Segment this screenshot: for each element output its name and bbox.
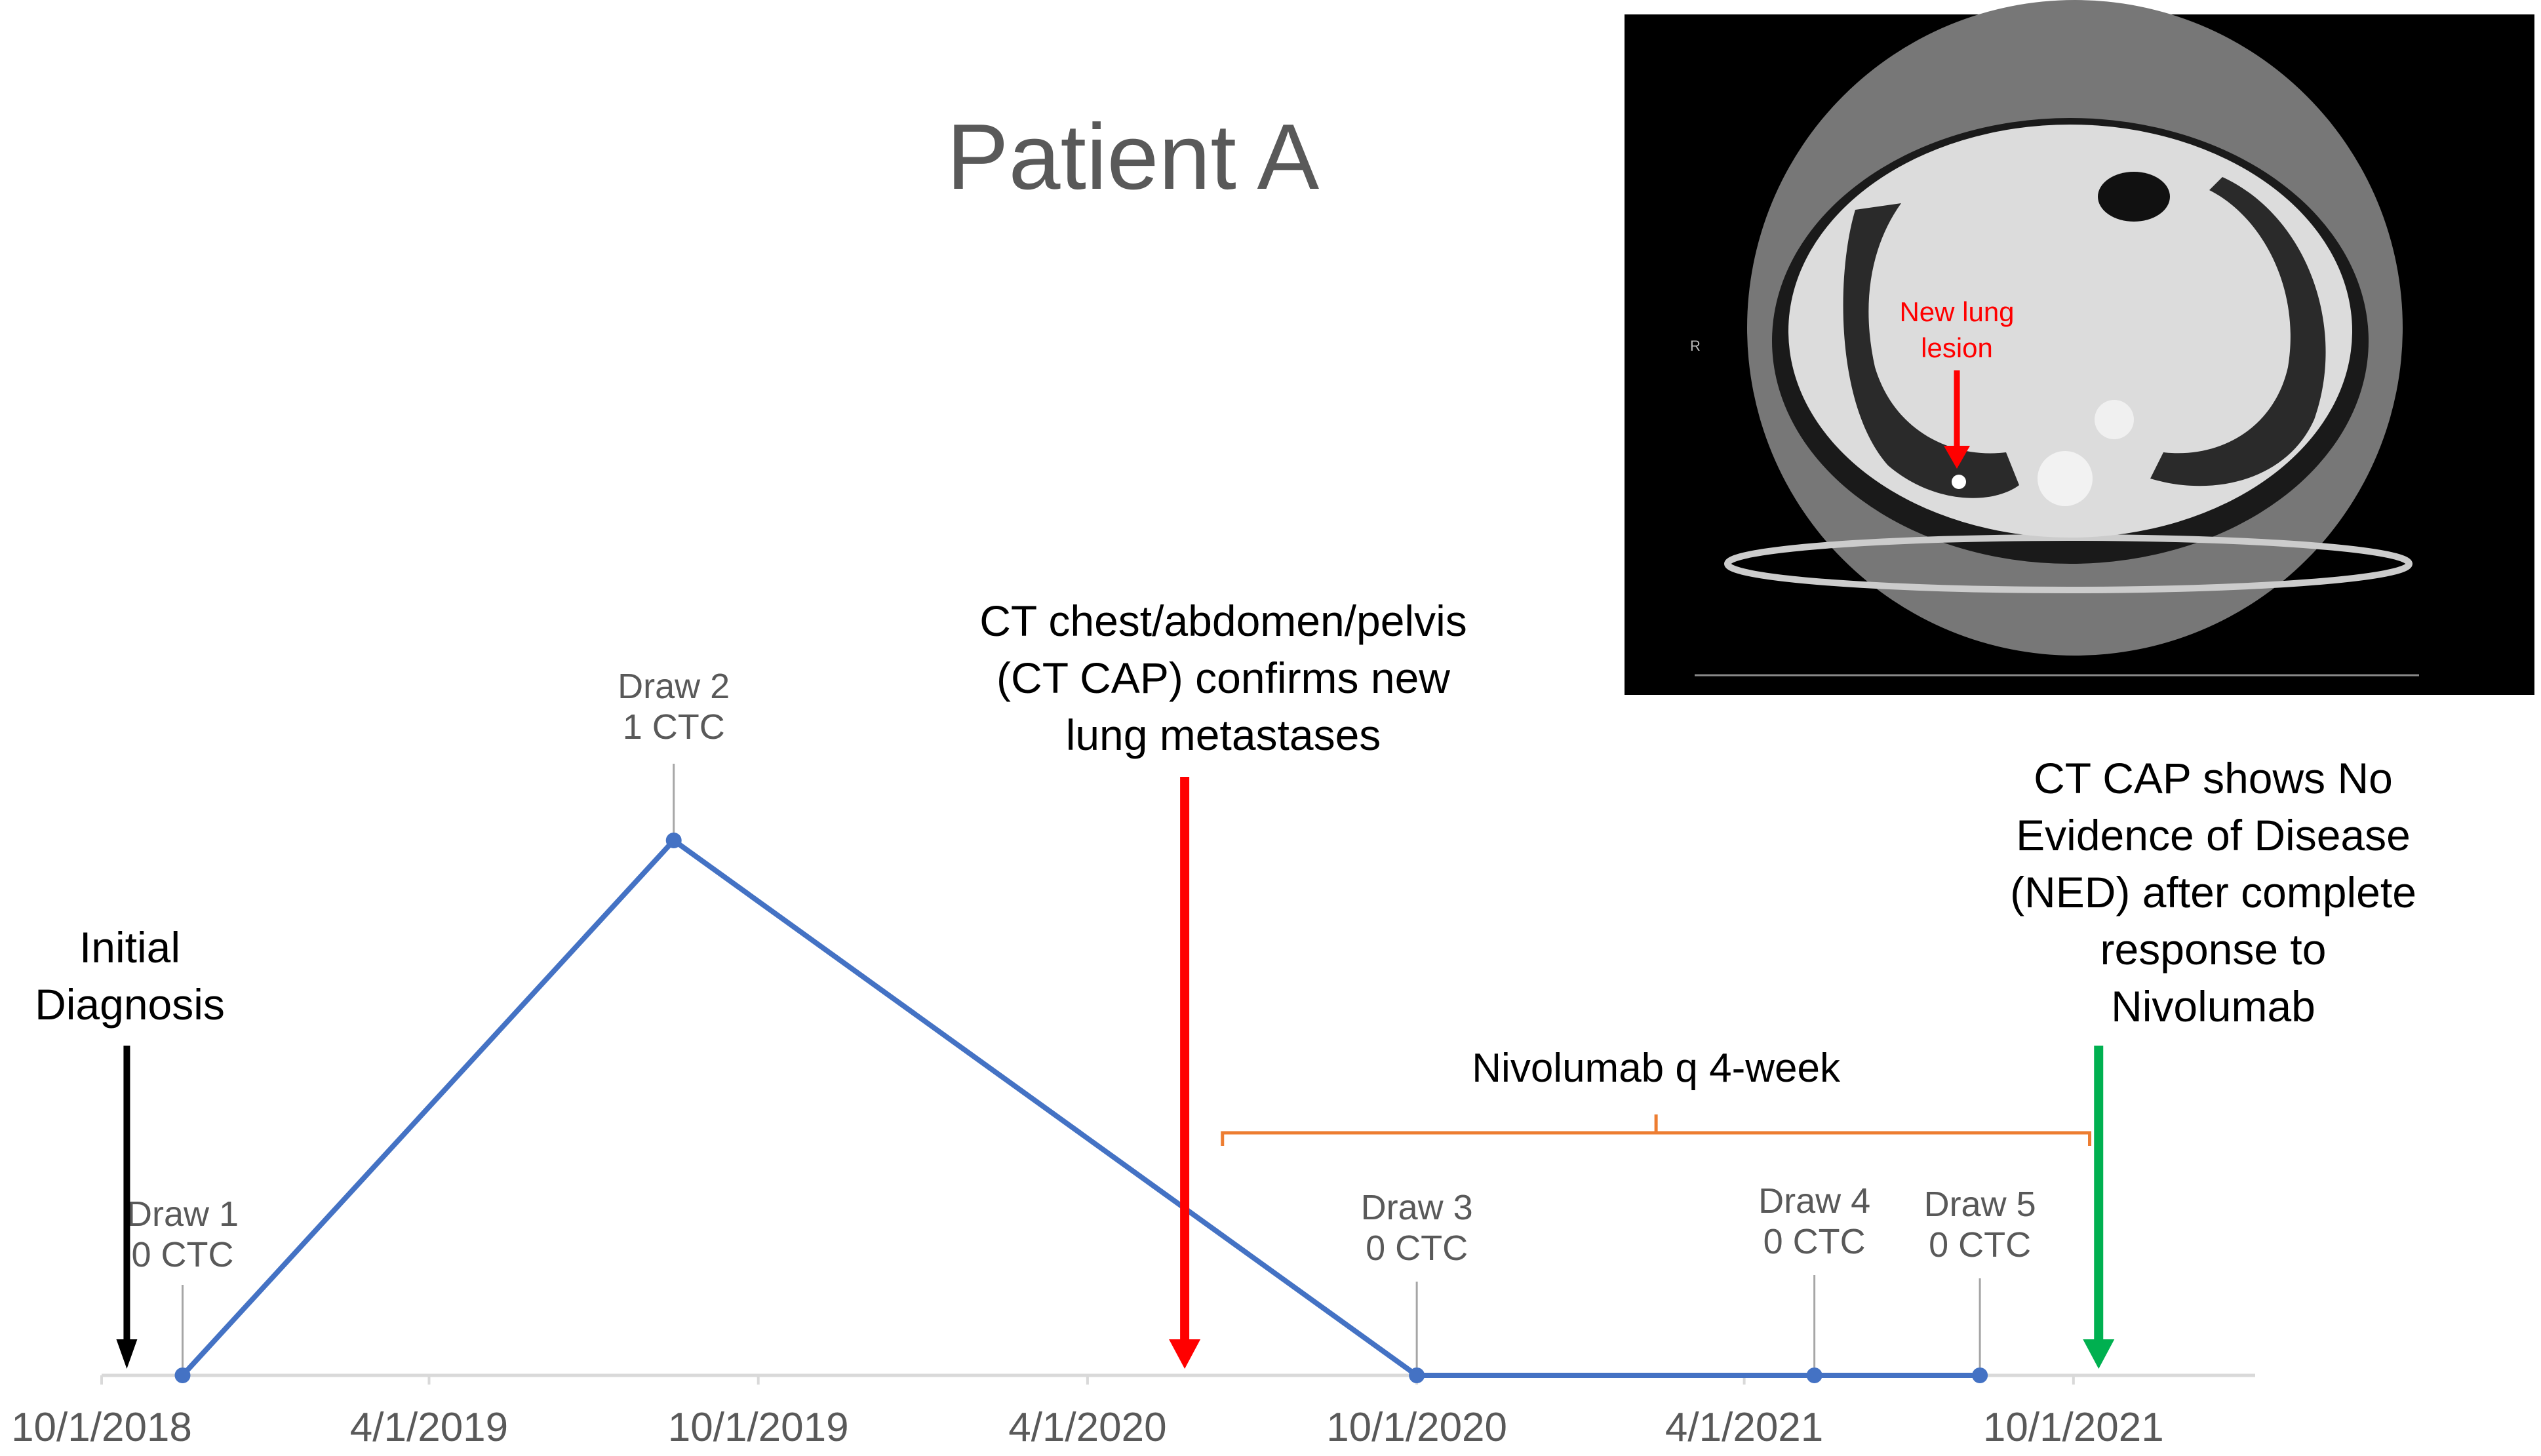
draw-point: [665, 833, 682, 848]
ct-stomach-gas: [2098, 172, 2170, 222]
draw-point: [1409, 1367, 1425, 1383]
draw-label-value: 0 CTC: [1366, 1229, 1468, 1268]
ct-body-soft-tissue: [1788, 125, 2352, 538]
event-annotation-line: CT CAP shows No: [2034, 754, 2393, 802]
draw-point: [174, 1367, 191, 1383]
x-tick-label: 10/1/2018: [11, 1405, 192, 1450]
event-annotation-line: (CT CAP) confirms new: [996, 654, 1450, 702]
event-annotation-line: Initial: [79, 923, 180, 972]
x-tick-label: 10/1/2021: [1983, 1405, 2164, 1450]
ct-annotation-line-2: lesion: [1921, 332, 1993, 363]
treatment-bracket-line: [1221, 1114, 2092, 1146]
draw-label-value: 0 CTC: [1929, 1225, 2031, 1265]
ct-annotation-line-1: New lung: [1899, 296, 2014, 327]
ct-lung-lesion-dot: [1952, 475, 1966, 489]
chart-title: Patient A: [947, 105, 1320, 209]
x-tick-label: 10/1/2019: [668, 1405, 849, 1450]
ct-scanner-table: [1724, 534, 2413, 593]
event-arrow-head: [116, 1339, 138, 1369]
draw-label-name: Draw 3: [1361, 1188, 1473, 1227]
event-annotation-line: Nivolumab: [2111, 982, 2315, 1031]
x-tick-label: 4/1/2019: [350, 1405, 508, 1450]
draw-label-value: 0 CTC: [131, 1235, 233, 1274]
draw-label-value: 0 CTC: [1763, 1222, 1866, 1261]
draw-point: [1806, 1367, 1822, 1383]
event-annotation-line: CT chest/abdomen/pelvis: [979, 597, 1467, 645]
x-tick-label: 4/1/2021: [1665, 1405, 1823, 1450]
x-tick-label: 4/1/2020: [1008, 1405, 1166, 1450]
event-annotation-line: response to: [2100, 925, 2327, 974]
event-annotation-line: lung metastases: [1066, 711, 1381, 759]
event-annotation-line: Evidence of Disease: [2016, 811, 2411, 859]
draw-label-value: 1 CTC: [623, 707, 725, 747]
draw-label-name: Draw 1: [127, 1194, 239, 1234]
event-arrow-head: [2083, 1339, 2115, 1369]
ct-orientation-label: R: [1690, 338, 1701, 354]
ctc-series-line: [180, 838, 1980, 1378]
ct-left-lung: [2150, 177, 2326, 486]
treatment-label: Nivolumab q 4-week: [1472, 1046, 1841, 1091]
x-tick-label: 10/1/2020: [1326, 1405, 1507, 1450]
treatment-bracket: Nivolumab q 4-week: [1221, 1046, 2092, 1146]
event-annotation-line: (NED) after complete: [2010, 868, 2416, 916]
draw-label-name: Draw 2: [618, 667, 730, 706]
ct-right-lung: [1843, 203, 2019, 498]
draw-point: [1972, 1367, 1988, 1383]
ct-spine: [2038, 451, 2093, 506]
ct-scan-inset: R New lung lesion: [1625, 0, 2534, 695]
draw-label-name: Draw 5: [1924, 1185, 2036, 1224]
event-arrow-head: [1169, 1339, 1201, 1369]
draw-label-name: Draw 4: [1758, 1181, 1870, 1221]
x-axis: 10/1/2018 4/1/2019 10/1/2019 4/1/2020 10/1/2…: [11, 1373, 2255, 1450]
event-annotation-line: Diagnosis: [35, 980, 225, 1029]
ct-aorta: [2095, 400, 2134, 439]
ct-annotation-arrow-head: [1944, 446, 1970, 469]
